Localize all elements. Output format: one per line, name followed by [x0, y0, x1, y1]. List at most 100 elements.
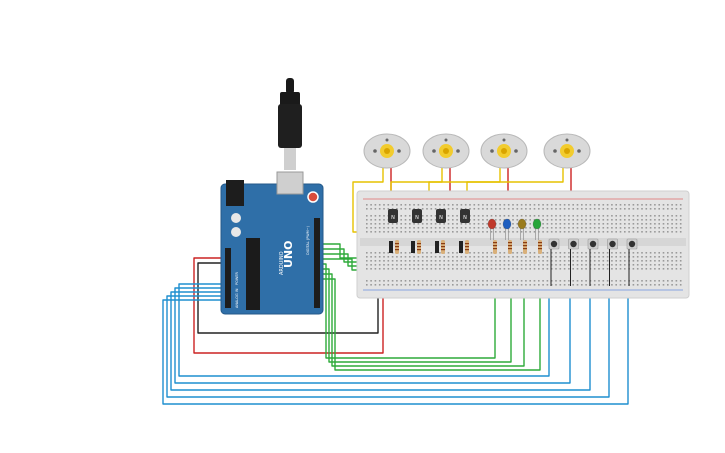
breadboard-hole: [589, 231, 592, 233]
resistor-band: [465, 246, 469, 248]
usb-cable[interactable]: [278, 78, 302, 170]
breadboard-hole: [555, 280, 557, 282]
led[interactable]: [517, 218, 527, 240]
breadboard-hole: [370, 231, 372, 233]
breadboard-hole: [409, 280, 411, 282]
diode[interactable]: [411, 241, 415, 253]
breadboard-hole: [464, 231, 467, 233]
breadboard-hole: [460, 223, 463, 225]
resistor[interactable]: [493, 240, 497, 254]
breadboard-hole: [593, 219, 596, 221]
breadboard-hole: [520, 204, 523, 206]
wire-digital-7[interactable]: [320, 258, 541, 371]
breadboard-hole: [409, 256, 411, 258]
breadboard-hole: [421, 252, 424, 254]
breadboard-hole: [486, 268, 488, 270]
breadboard-hole: [624, 280, 626, 282]
push-button[interactable]: [626, 238, 638, 250]
push-button[interactable]: [607, 238, 618, 250]
breadboard-hole: [439, 260, 441, 262]
arduino-board[interactable]: UNO ARDUINO DIGITAL (PWM~) POWER ANALOG …: [220, 171, 324, 315]
transistor[interactable]: N: [412, 209, 422, 223]
breadboard-hole: [486, 208, 488, 210]
breadboard-hole: [366, 219, 368, 221]
breadboard-hole: [654, 231, 656, 233]
breadboard-hole: [581, 260, 583, 262]
breadboard-hole: [503, 268, 506, 270]
breadboard-hole: [624, 260, 626, 262]
breadboard-hole: [434, 227, 437, 229]
wire-digital-4[interactable]: [320, 258, 496, 359]
dc-motor[interactable]: [480, 133, 528, 169]
transistor[interactable]: N: [388, 209, 398, 223]
wire-gnd[interactable]: [197, 262, 379, 334]
breadboard-hole: [452, 252, 454, 254]
breadboard-hole: [503, 204, 506, 206]
breadboard-hole: [606, 215, 609, 217]
transistor[interactable]: N: [436, 209, 446, 223]
breadboard-hole: [628, 215, 630, 217]
breadboard-hole: [499, 219, 501, 221]
breadboard-hole: [499, 231, 501, 233]
breadboard-hole: [378, 268, 381, 270]
breadboard-hole: [366, 223, 368, 225]
breadboard-hole: [370, 284, 372, 286]
breadboard-hole: [507, 215, 510, 217]
breadboard-hole: [593, 227, 596, 229]
push-button[interactable]: [568, 238, 579, 250]
dc-motor[interactable]: [543, 133, 591, 169]
breadboard-hole: [512, 268, 514, 270]
diode[interactable]: [389, 241, 393, 253]
breadboard-hole: [658, 204, 660, 206]
breadboard-hole: [572, 204, 574, 206]
breadboard-hole: [503, 284, 506, 286]
breadboard-hole: [460, 204, 463, 206]
dc-motor[interactable]: [422, 133, 470, 169]
wire-digital-5[interactable]: [320, 258, 512, 363]
usb-plug[interactable]: [278, 104, 302, 148]
resistor[interactable]: [508, 240, 512, 254]
reset-button[interactable]: [307, 191, 319, 203]
breadboard-hole: [434, 280, 437, 282]
breadboard-hole: [636, 252, 639, 254]
breadboard-hole: [426, 284, 428, 286]
dc-motor[interactable]: [363, 133, 411, 169]
breadboard-hole: [542, 260, 544, 262]
resistor-band: [465, 249, 469, 251]
breadboard-hole: [649, 208, 652, 210]
transistor[interactable]: N: [460, 209, 470, 223]
breadboard-hole: [529, 223, 531, 225]
wire-analog-2[interactable]: [170, 258, 591, 391]
breadboard-hole: [542, 280, 544, 282]
breadboard-hole: [482, 219, 484, 221]
led[interactable]: [532, 218, 542, 240]
breadboard-hole: [563, 280, 566, 282]
diode[interactable]: [435, 241, 439, 253]
breadboard-hole: [602, 284, 605, 286]
diode[interactable]: [459, 241, 463, 253]
breadboard-hole: [559, 256, 562, 258]
wire-5v[interactable]: [193, 257, 384, 354]
wire-analog-0[interactable]: [178, 258, 550, 377]
breadboard-hole: [546, 256, 549, 258]
led[interactable]: [502, 218, 512, 240]
breadboard-hole: [585, 260, 587, 262]
breadboard-hole: [662, 223, 665, 225]
breadboard-hole: [473, 268, 476, 270]
breadboard-hole: [649, 252, 652, 254]
push-button[interactable]: [587, 238, 599, 250]
breadboard-hole: [563, 231, 566, 233]
resistor[interactable]: [523, 240, 527, 254]
breadboard-hole: [555, 223, 557, 225]
breadboard-hole: [632, 284, 635, 286]
push-button[interactable]: [548, 238, 560, 250]
wire-analog-3[interactable]: [166, 258, 610, 398]
resistor[interactable]: [538, 240, 542, 254]
wire-digital-6[interactable]: [320, 258, 525, 367]
led[interactable]: [487, 218, 497, 240]
breadboard-hole: [486, 223, 488, 225]
wire-analog-1[interactable]: [174, 258, 571, 384]
breadboard-hole: [645, 227, 648, 229]
wire-analog-4[interactable]: [162, 258, 629, 405]
breadboard-hole: [662, 231, 665, 233]
